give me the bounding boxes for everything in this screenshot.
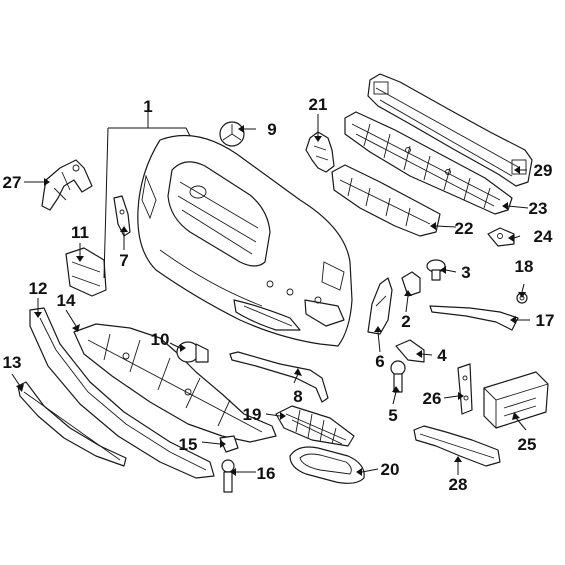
part-4-bracket <box>395 339 425 363</box>
part-17-side-molding <box>429 305 519 331</box>
part-13-lower-molding <box>17 381 127 467</box>
callout-27: 27 <box>3 173 22 192</box>
callout-15: 15 <box>179 435 198 454</box>
part-8-trim-strip <box>229 351 329 403</box>
callout-6: 6 <box>375 352 384 371</box>
part-9-emblem <box>219 121 245 147</box>
part-1-bumper-cover <box>137 134 353 347</box>
callout-21: 21 <box>309 95 328 114</box>
callout-22: 22 <box>455 219 474 238</box>
callout-29: 29 <box>534 161 553 180</box>
callout-11: 11 <box>71 223 89 242</box>
part-20-fog-lamp-bezel <box>289 446 365 484</box>
leader-lines <box>11 112 530 475</box>
part-26-mount-bracket <box>457 363 473 415</box>
callout-7: 7 <box>119 251 128 270</box>
part-27-wiring-harness <box>41 159 93 211</box>
callout-13: 13 <box>3 353 22 372</box>
callout-8: 8 <box>293 387 302 406</box>
part-15-clip <box>219 435 239 453</box>
part-2-retainer <box>401 271 421 297</box>
callout-14: 14 <box>57 291 76 310</box>
callout-20: 20 <box>381 460 400 479</box>
callout-26: 26 <box>423 389 442 408</box>
callout-1: 1 <box>143 97 152 116</box>
callout-3: 3 <box>461 263 470 282</box>
callout-16: 16 <box>257 464 276 483</box>
part-28-lower-absorber <box>413 425 501 467</box>
callout-12: 12 <box>29 279 48 298</box>
callout-23: 23 <box>529 199 548 218</box>
part-21-mounting-bracket <box>305 131 335 173</box>
part-7-bracket <box>113 195 131 237</box>
callout-2: 2 <box>401 312 410 331</box>
part-29-reinforcement-bar <box>367 73 533 187</box>
part-3-push-clip <box>426 259 446 281</box>
part-5-bolt <box>390 360 406 393</box>
part-11-license-plate-bracket <box>65 247 107 297</box>
part-22-lower-absorber <box>331 164 441 237</box>
callout-5: 5 <box>388 406 397 425</box>
callout-19: 19 <box>243 405 262 424</box>
callout-17: 17 <box>536 311 555 330</box>
part-19-grille-insert <box>275 405 355 447</box>
part-16-bolt <box>221 459 235 493</box>
callout-18: 18 <box>515 257 534 276</box>
arrowheads <box>16 125 526 476</box>
callout-9: 9 <box>267 120 276 139</box>
part-25-module-housing <box>483 371 549 429</box>
callout-24: 24 <box>534 227 553 246</box>
part-6-side-bracket <box>367 277 393 335</box>
callout-28: 28 <box>449 475 468 494</box>
callout-25: 25 <box>518 435 537 454</box>
part-14-splash-shield <box>73 323 277 443</box>
part-12-spoiler-lip <box>29 307 215 479</box>
callout-10: 10 <box>151 330 170 349</box>
part-23-energy-absorber <box>344 111 513 215</box>
part-10-parking-sensor <box>176 341 209 363</box>
callout-labels: 1 2 3 4 5 6 7 8 9 10 11 12 13 14 15 16 1… <box>3 95 555 494</box>
callout-4: 4 <box>437 346 447 365</box>
